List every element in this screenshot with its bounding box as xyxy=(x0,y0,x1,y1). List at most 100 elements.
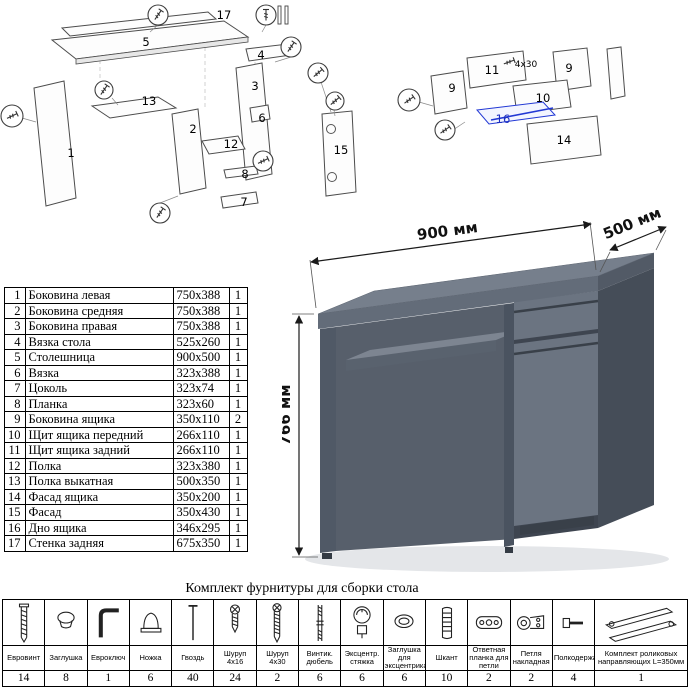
desktop-top xyxy=(317,252,655,315)
part-size: 900x500 xyxy=(172,349,230,366)
hardware-name: Шкант xyxy=(424,645,469,671)
part-number: 11 xyxy=(4,442,26,459)
leg-icon xyxy=(128,599,173,646)
part-number: 1 xyxy=(4,287,26,304)
part-number: 14 xyxy=(4,488,26,505)
magnified-pin xyxy=(277,5,282,25)
part-qty: 2 xyxy=(228,411,248,428)
middle-leg xyxy=(505,547,513,553)
part-callout-10: 10 xyxy=(536,91,551,105)
part-number: 16 xyxy=(4,519,26,536)
part-name: Полка xyxy=(24,457,174,474)
cap-icon xyxy=(44,599,88,646)
euro-screw-icon xyxy=(1,599,46,646)
part-size: 323x74 xyxy=(172,380,230,397)
part-size: 525x260 xyxy=(172,333,230,350)
hardware-qty: 2 xyxy=(467,669,511,687)
drawer-panel-11-back xyxy=(466,50,527,89)
keyboard-tray-edge xyxy=(346,340,496,371)
part-size: 350x200 xyxy=(172,488,230,505)
dowel-screw-icon xyxy=(298,599,342,646)
hardware-name: Комплект роликовых направляющих L=350мм xyxy=(594,645,688,671)
part-number: 8 xyxy=(4,395,26,412)
part-size: 750x388 xyxy=(172,302,230,319)
hardware-qty: 1 xyxy=(594,669,688,687)
door-handle-groove xyxy=(513,341,599,356)
hardware-name: Полкодержатель xyxy=(551,645,596,671)
panel-6-tie xyxy=(249,104,271,123)
part-size: 323x380 xyxy=(172,457,230,474)
screw-callout xyxy=(252,150,274,172)
part-callout-14: 14 xyxy=(557,133,572,147)
part-size: 266x110 xyxy=(172,442,230,459)
part-name: Щит ящика задний xyxy=(24,442,174,459)
depth-dimension-label: 500 мм xyxy=(600,210,663,243)
magnified-pin xyxy=(284,5,289,25)
part-size: 750x388 xyxy=(172,318,230,335)
part-callout-15: 15 xyxy=(334,143,349,157)
part-callout-4x30: 4x30 xyxy=(515,60,538,70)
screw-callout xyxy=(280,36,302,58)
hinge-plate-icon xyxy=(467,599,511,646)
hardware-qty: 10 xyxy=(424,669,469,687)
left-side-panel xyxy=(320,327,336,553)
floor-shadow xyxy=(305,546,669,572)
part-number: 2 xyxy=(4,302,26,319)
part-callout-12: 12 xyxy=(224,137,239,151)
shelf-pin-icon xyxy=(551,599,596,646)
part-callout-2: 2 xyxy=(189,122,196,136)
screw-callout xyxy=(149,202,171,224)
panel-1-left-side xyxy=(33,80,77,207)
part-number: 4 xyxy=(4,333,26,350)
hardware-qty: 2 xyxy=(509,669,553,687)
hardware-name: Гвоздь xyxy=(171,645,215,671)
part-callout-5: 5 xyxy=(142,35,149,49)
part-qty: 1 xyxy=(228,488,248,505)
part-name: Вязка стола xyxy=(24,333,174,350)
part-size: 346x295 xyxy=(172,519,230,536)
part-size: 675x350 xyxy=(172,535,230,552)
part-name: Стенка задняя xyxy=(24,535,174,552)
part-callout-8: 8 xyxy=(241,167,248,181)
part-callout-3: 3 xyxy=(251,79,258,93)
part-qty: 1 xyxy=(228,535,248,552)
part-name: Вязка xyxy=(24,364,174,381)
width-dimension-line xyxy=(310,220,592,266)
hardware-name: Заглушка xyxy=(44,645,88,671)
part-number: 13 xyxy=(4,473,26,490)
hex-key-icon xyxy=(86,599,130,646)
part-callout-7: 7 xyxy=(240,195,247,209)
part-size: 500x350 xyxy=(172,473,230,490)
part-name: Боковина правая xyxy=(24,318,174,335)
part-size: 323x60 xyxy=(172,395,230,412)
part-number: 3 xyxy=(4,318,26,335)
keyboard-tray-top xyxy=(346,330,520,360)
part-callout-13: 13 xyxy=(142,94,157,108)
part-qty: 1 xyxy=(228,333,248,350)
screw-callout xyxy=(397,88,421,112)
part-number: 6 xyxy=(4,364,26,381)
hardware-name: Заглушка для эксцентрика xyxy=(382,645,426,671)
screw-short-icon xyxy=(213,599,257,646)
part-qty: 1 xyxy=(228,426,248,443)
part-qty: 1 xyxy=(228,318,248,335)
part-size: 350x430 xyxy=(172,504,230,521)
part-qty: 1 xyxy=(228,457,248,474)
part-qty: 1 xyxy=(228,349,248,366)
hardware-name: Ножка xyxy=(128,645,173,671)
drawer-panel-extra xyxy=(606,46,626,100)
